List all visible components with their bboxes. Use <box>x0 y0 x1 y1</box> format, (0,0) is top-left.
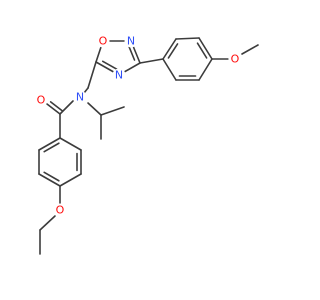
bond <box>59 100 74 115</box>
bond <box>59 173 82 187</box>
double-bond-line <box>127 45 136 61</box>
atom-label-background <box>73 90 87 104</box>
atom-label-background <box>96 34 110 48</box>
bond <box>100 106 125 116</box>
bond <box>38 173 61 187</box>
double-bond-line <box>101 60 119 71</box>
bond <box>198 58 213 81</box>
carbonyl-oxygen-label: O <box>37 94 46 107</box>
molecule-structure: O N N O O N O <box>34 34 259 255</box>
bond-lines <box>38 37 259 255</box>
bond <box>46 103 61 115</box>
double-bond-line <box>49 101 64 112</box>
bond <box>39 215 56 231</box>
bond <box>162 58 177 81</box>
double-bond-line <box>43 171 60 182</box>
double-bond-line <box>196 42 208 59</box>
bond <box>175 37 200 40</box>
bond <box>87 102 102 116</box>
oxadiazole-nitrogen-label: N <box>115 69 123 82</box>
atom-label-background <box>53 203 67 217</box>
ethoxy-oxygen-label: O <box>56 204 65 217</box>
bond <box>87 61 97 89</box>
bond <box>162 38 177 60</box>
amide-nitrogen-label: N <box>76 91 84 104</box>
bond <box>139 58 164 64</box>
atom-labels: O N N O O N O <box>34 34 242 217</box>
atom-label-background <box>112 68 126 82</box>
double-bond-line <box>167 43 179 59</box>
oxadiazole-nitrogen-label: N <box>127 35 135 48</box>
atom-label-background <box>34 93 48 107</box>
methoxy-oxygen-label: O <box>231 53 240 66</box>
atom-label-background <box>228 52 242 66</box>
bond <box>38 137 61 151</box>
bond <box>241 44 259 55</box>
bond <box>198 37 213 60</box>
bond <box>83 87 89 94</box>
double-bond-line <box>43 142 60 153</box>
bond <box>59 137 82 151</box>
oxadiazole-oxygen-label: O <box>99 35 108 48</box>
atom-label-background <box>124 34 138 48</box>
